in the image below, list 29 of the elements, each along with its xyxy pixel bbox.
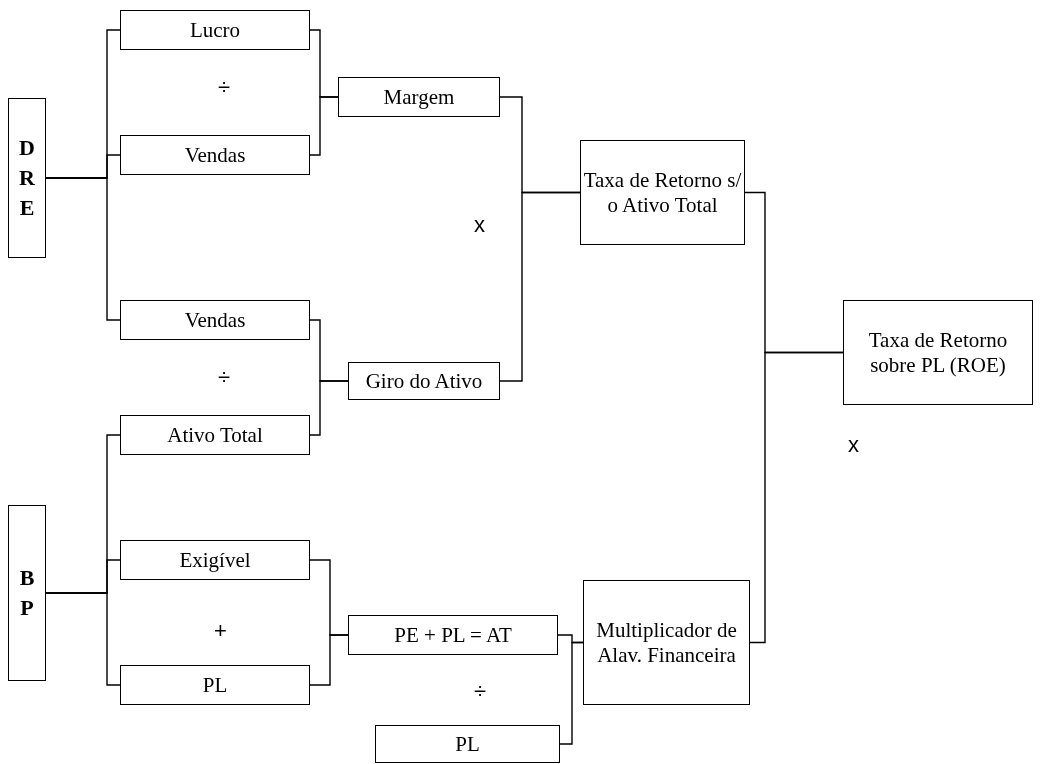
metric-box: Taxa de Retorno s/ o Ativo Total (580, 140, 745, 245)
metric-box: Vendas (120, 135, 310, 175)
metric-box: Multiplicador de Alav. Financeira (583, 580, 750, 705)
operator-symbol: ÷ (218, 364, 231, 390)
metric-box: Taxa de Retorno sobre PL (ROE) (843, 300, 1033, 405)
bracket-connector (309, 96, 339, 156)
operator-symbol: x (474, 212, 485, 238)
metric-box: Exigível (120, 540, 310, 580)
metric-box: Giro do Ativo (348, 362, 500, 400)
bracket-connector (45, 592, 121, 686)
operator-symbol: ÷ (474, 678, 487, 704)
statement-box: DRE (8, 98, 46, 258)
bracket-connector (309, 380, 349, 436)
operator-symbol: x (848, 432, 859, 458)
metric-box: Ativo Total (120, 415, 310, 455)
bracket-connector (309, 634, 349, 686)
bracket-connector (499, 191, 581, 382)
metric-box: PL (120, 665, 310, 705)
metric-box: PL (375, 725, 560, 763)
operator-symbol: ÷ (218, 74, 231, 100)
metric-box: Lucro (120, 10, 310, 50)
bracket-connector (749, 351, 844, 644)
bracket-connector (45, 177, 121, 321)
operator-symbol: + (214, 618, 227, 644)
bracket-connector (559, 641, 584, 745)
metric-box: PE + PL = AT (348, 615, 558, 655)
statement-box: BP (8, 505, 46, 681)
metric-box: Margem (338, 77, 500, 117)
metric-box: Vendas (120, 300, 310, 340)
